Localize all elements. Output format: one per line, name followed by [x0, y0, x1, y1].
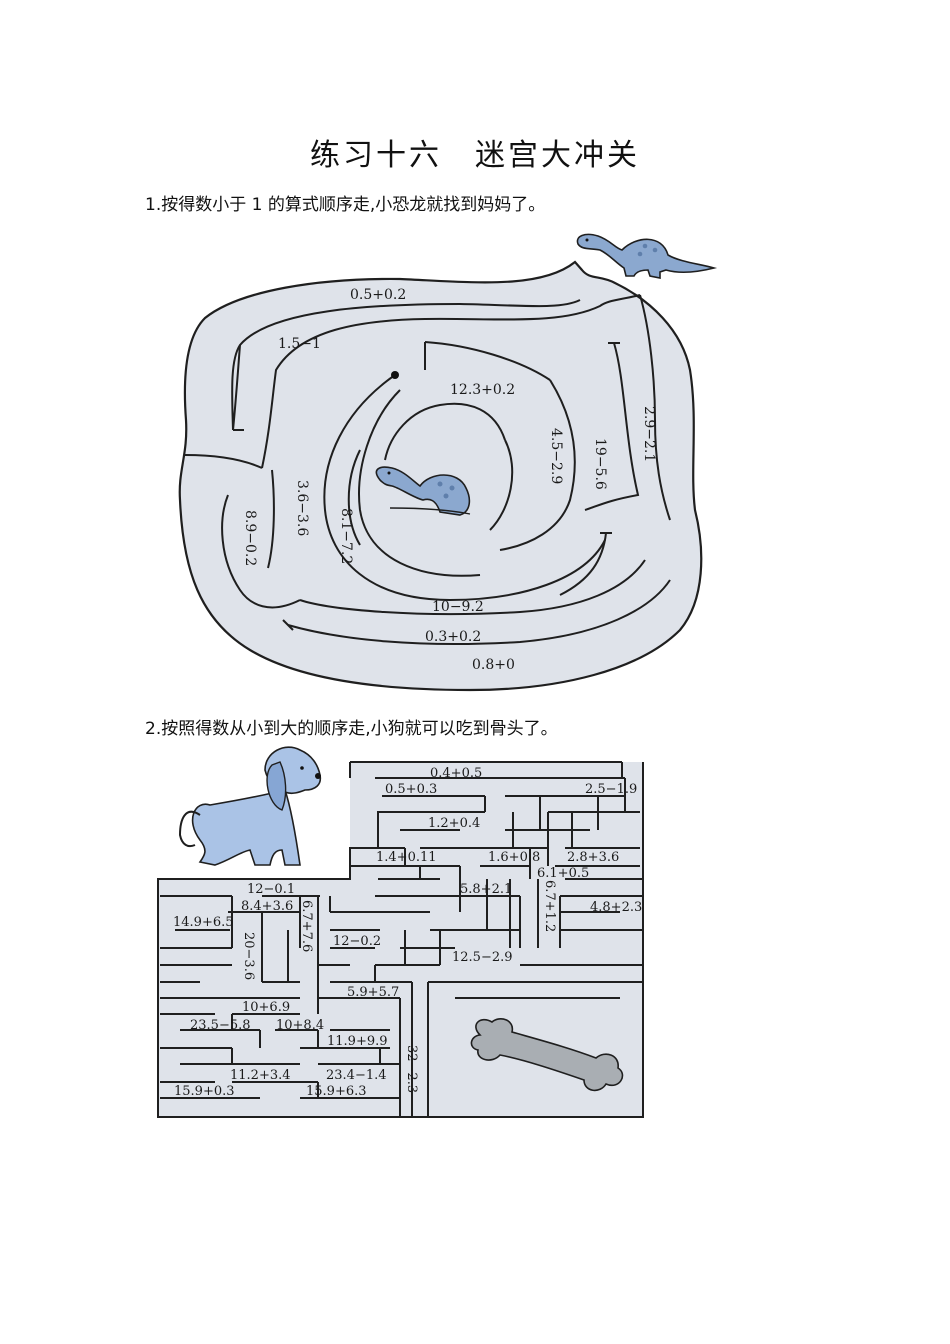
grid-label: 15.9+6.3 [306, 1084, 367, 1099]
spiral-maze: 0.5+0.2 1.5−1 12.3+0.2 4.5−2.9 19−5.6 2.… [178, 233, 718, 692]
grid-label: 5.8+2.1 [460, 882, 512, 897]
spiral-label: 0.3+0.2 [425, 629, 481, 645]
dog-icon [178, 746, 322, 866]
grid-label: 0.5+0.3 [385, 782, 437, 797]
grid-label: 6.7+1.2 [542, 880, 557, 932]
grid-label: 15.9+0.3 [174, 1084, 235, 1099]
grid-label: 8.4+3.6 [241, 899, 293, 914]
grid-label: 14.9+6.5 [173, 915, 234, 930]
grid-maze: 0.4+0.5 0.5+0.3 2.5−1.9 1.2+0.4 1.4+0.11… [157, 746, 644, 1118]
grid-label: 2.5−1.9 [585, 782, 637, 797]
grid-label: 12−0.1 [247, 882, 295, 897]
grid-label: 2.8+3.6 [567, 850, 619, 865]
dino-mother-icon [576, 233, 718, 279]
grid-label: 11.9+9.9 [327, 1034, 388, 1049]
grid-label: 32−2.3 [404, 1045, 419, 1093]
grid-label: 23.5−5.8 [190, 1018, 251, 1033]
grid-label: 11.2+3.4 [230, 1068, 291, 1083]
spiral-label: 4.5−2.9 [548, 428, 564, 484]
grid-label: 0.4+0.5 [430, 766, 482, 781]
grid-label: 23.4−1.4 [326, 1068, 387, 1083]
spiral-label: 1.5−1 [278, 336, 321, 352]
bone-icon [470, 1018, 624, 1092]
grid-label: 5.9+5.7 [347, 985, 399, 1000]
spiral-label: 12.3+0.2 [450, 382, 515, 398]
grid-label: 6.1+0.5 [537, 866, 589, 881]
start-dot [391, 371, 399, 379]
spiral-label: 19−5.6 [592, 438, 608, 490]
spiral-label: 8.1−7.2 [338, 508, 354, 564]
grid-maze-labels: 0.4+0.5 0.5+0.3 2.5−1.9 1.2+0.4 1.4+0.11… [173, 766, 642, 1099]
spiral-label: 10−9.2 [432, 599, 484, 615]
question-1-text: 1.按得数小于 1 的算式顺序走,小恐龙就找到妈妈了。 [145, 195, 546, 215]
grid-label: 6.7+7.6 [299, 900, 314, 952]
spiral-label: 0.5+0.2 [350, 287, 406, 303]
grid-label: 1.6+0.8 [488, 850, 540, 865]
grid-label: 20−3.6 [241, 932, 256, 980]
grid-label: 12.5−2.9 [452, 950, 513, 965]
question-2-text: 2.按照得数从小到大的顺序走,小狗就可以吃到骨头了。 [145, 719, 558, 739]
dino-baby-icon [375, 466, 471, 516]
grid-label: 12−0.2 [333, 934, 381, 949]
grid-maze-area [158, 762, 643, 1117]
spiral-label: 8.9−0.2 [242, 510, 258, 566]
grid-label: 10+6.9 [242, 1000, 290, 1015]
grid-label: 1.4+0.11 [376, 850, 437, 865]
grid-label: 4.8+2.3 [590, 900, 642, 915]
spiral-label: 0.8+0 [472, 657, 515, 673]
grid-label: 10+8.4 [276, 1018, 324, 1033]
grid-label: 1.2+0.4 [428, 816, 480, 831]
spiral-label: 2.9−2.1 [641, 406, 657, 462]
spiral-label: 3.6−3.6 [294, 480, 310, 536]
spiral-maze-labels: 0.5+0.2 1.5−1 12.3+0.2 4.5−2.9 19−5.6 2.… [242, 287, 657, 673]
page-title: 练习十六 迷宫大冲关 [310, 138, 640, 173]
